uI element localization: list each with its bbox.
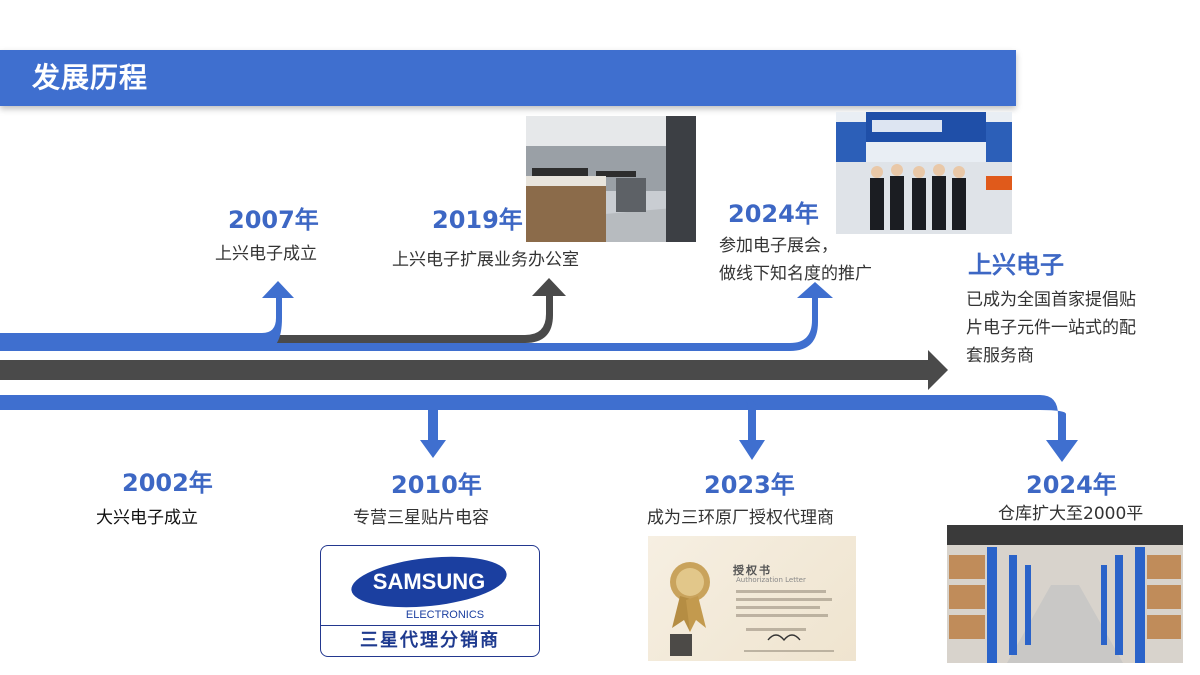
expo-photo	[836, 112, 1012, 234]
warehouse-photo	[947, 525, 1183, 663]
event-2007-year: 2007年	[228, 206, 319, 234]
company-name: 上兴电子	[968, 251, 1064, 279]
event-2019-desc: 上兴电子扩展业务办公室	[392, 250, 579, 270]
event-2024-warehouse-desc: 仓库扩大至2000平	[998, 504, 1144, 524]
event-2019-year: 2019年	[432, 206, 523, 234]
samsung-brand-text: SAMSUNG	[373, 569, 485, 594]
event-2010-desc: 专营三星贴片电容	[353, 508, 489, 528]
company-desc-line1: 已成为全国首家提倡贴	[966, 290, 1136, 310]
company-desc-line3: 套服务商	[966, 346, 1034, 366]
event-2023-desc: 成为三环原厂授权代理商	[647, 508, 834, 528]
event-2024-expo-year: 2024年	[728, 200, 819, 228]
certificate-subtitle: Authorization Letter	[736, 576, 806, 584]
page-title: 发展历程	[32, 61, 149, 94]
event-2024-expo-desc-line1: 参加电子展会，	[719, 236, 838, 256]
company-desc-line2: 片电子元件一站式的配	[966, 318, 1136, 338]
timeline-main-arrow	[0, 350, 948, 390]
timeline-upper-blue-2007	[0, 281, 294, 351]
timeline-down-2010	[420, 408, 446, 458]
event-2024-warehouse-year: 2024年	[1026, 471, 1117, 499]
authorization-certificate: 授权书 Authorization Letter	[648, 536, 856, 661]
event-2010-year: 2010年	[391, 471, 482, 499]
event-2002-desc: 大兴电子成立	[96, 508, 198, 528]
timeline-lower-band	[0, 395, 1078, 462]
samsung-logo: SAMSUNG ELECTRONICS	[351, 556, 507, 621]
event-2023-year: 2023年	[704, 471, 795, 499]
certificate-graphic	[670, 562, 834, 656]
certificate-title: 授权书	[733, 564, 772, 577]
header-bar	[0, 50, 1016, 106]
event-2024-expo-desc-line2: 做线下知名度的推广	[719, 264, 872, 284]
office-photo	[526, 116, 696, 242]
samsung-sub-text: ELECTRONICS	[406, 609, 484, 621]
samsung-card-caption: 三星代理分销商	[321, 625, 539, 656]
event-2002-year: 2002年	[122, 469, 213, 497]
timeline-down-2023	[739, 396, 765, 460]
samsung-distributor-card: SAMSUNG ELECTRONICS 三星代理分销商	[320, 545, 540, 657]
event-2007-desc: 上兴电子成立	[215, 244, 317, 264]
